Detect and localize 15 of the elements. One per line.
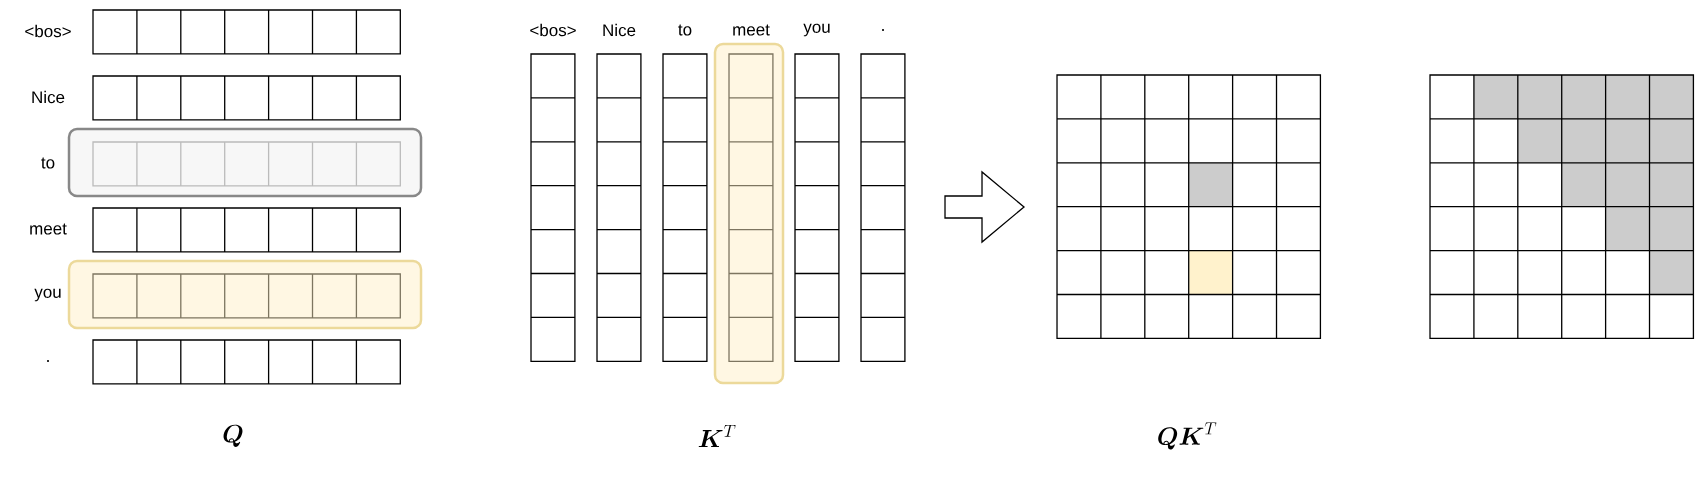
matrix-label: $\boldsymbol{Q}\boldsymbol{K}^{T}$ bbox=[1158, 422, 1217, 450]
token-label: you bbox=[34, 288, 61, 302]
token-label: . bbox=[882, 29, 884, 31]
token-label: . bbox=[47, 360, 49, 362]
token-label: meet bbox=[733, 24, 770, 36]
token-label: Nice bbox=[603, 23, 636, 37]
matrix-label: $\boldsymbol{Q}$ bbox=[223, 424, 243, 447]
token-label: <bos> bbox=[25, 24, 71, 38]
matrix-label: $\boldsymbol{K}^{T}$ bbox=[698, 425, 736, 448]
token-label: <bos> bbox=[530, 23, 576, 37]
token-label: to bbox=[678, 24, 692, 36]
token-label: you bbox=[803, 23, 830, 37]
token-label: to bbox=[41, 157, 55, 169]
token-label: meet bbox=[30, 223, 67, 235]
token-label: Nice bbox=[32, 90, 65, 104]
